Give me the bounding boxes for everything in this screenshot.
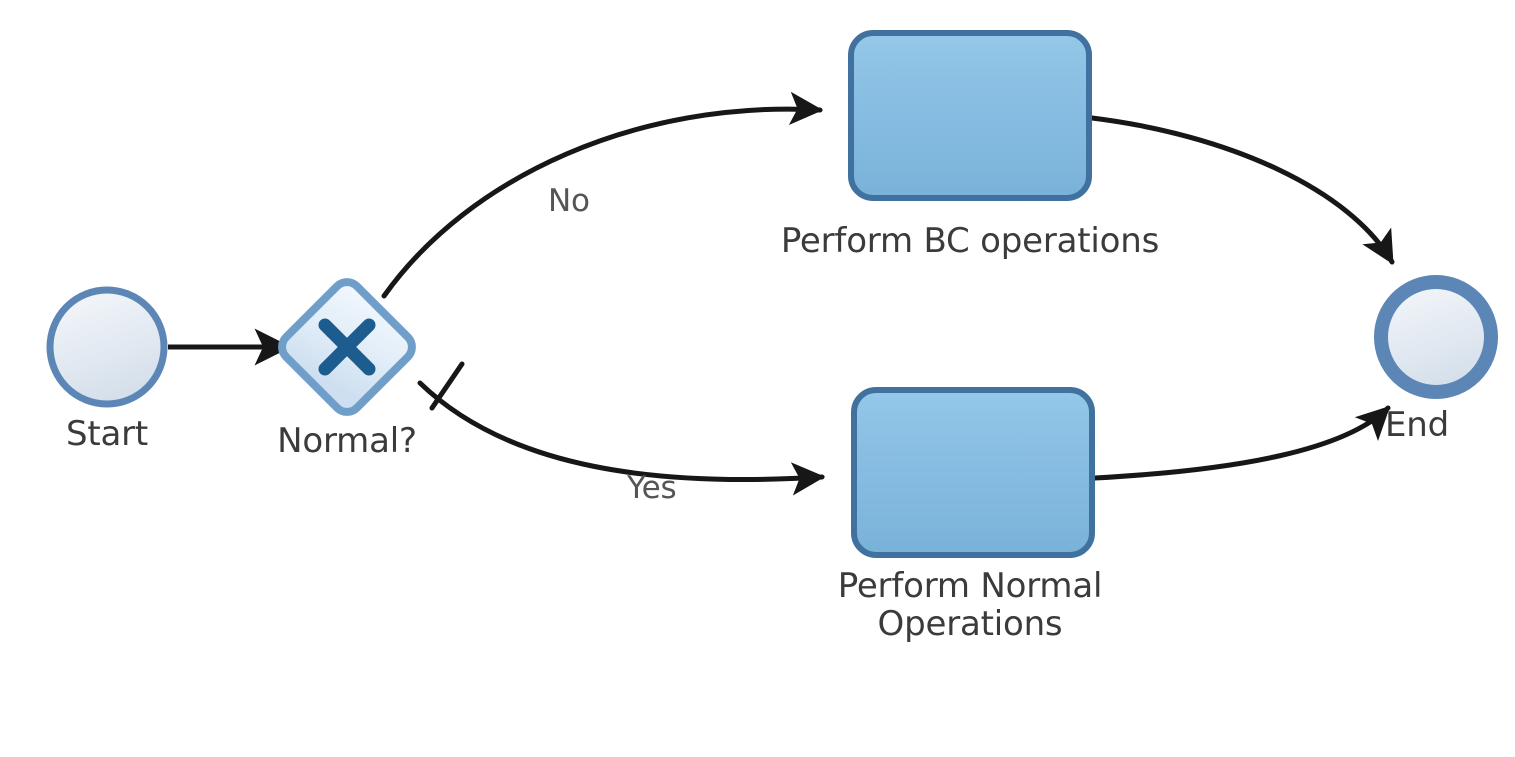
label-task-bc: Perform BC operations <box>780 221 1160 261</box>
label-gateway: Normal? <box>277 421 417 461</box>
edge-task-normal-to-end <box>1092 405 1391 481</box>
edge-gateway-to-task-bc <box>381 91 824 299</box>
edge-label-no: No <box>548 183 590 219</box>
edge-label-yes: Yes <box>627 470 677 506</box>
default-flow-marker <box>429 361 465 411</box>
node-task-bc[interactable] <box>848 30 1092 201</box>
label-start: Start <box>65 414 149 454</box>
label-end: End <box>1385 405 1450 445</box>
node-gateway-normal[interactable] <box>276 276 417 417</box>
exclusive-gateway-x-icon <box>318 318 376 376</box>
edge-gateway-to-task-normal <box>417 361 826 496</box>
node-start-event[interactable] <box>46 286 168 408</box>
edge-task-bc-to-end <box>1089 115 1395 265</box>
label-task-normal: Perform Normal Operations <box>837 566 1103 645</box>
node-task-normal[interactable] <box>851 387 1095 558</box>
node-end-event[interactable] <box>1374 275 1498 399</box>
